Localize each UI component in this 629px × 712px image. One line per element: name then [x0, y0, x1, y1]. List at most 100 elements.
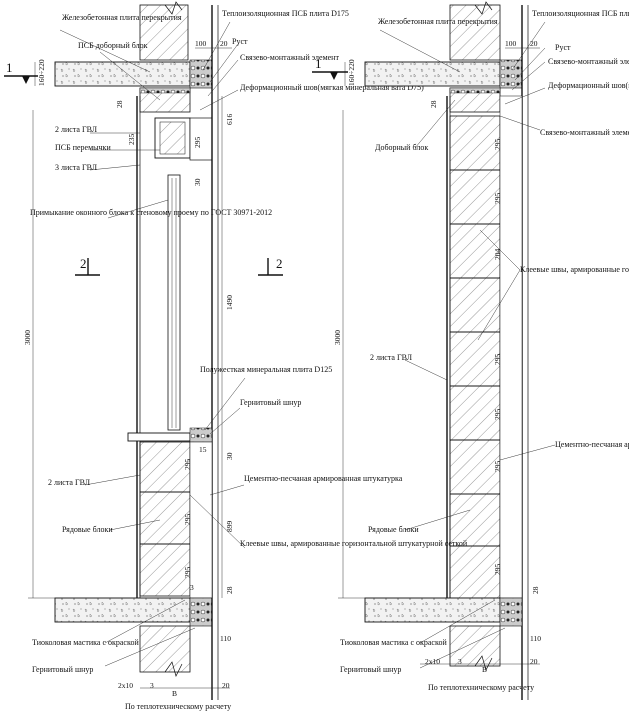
- label-hermetic-cord-bottom: Гернитовый шнур: [32, 665, 93, 674]
- upper-wall-block: [139, 4, 189, 61]
- label-row-blocks-r: Рядовые блоки: [368, 525, 419, 534]
- section-mark-1: 1: [6, 60, 13, 75]
- dim-15: 15: [199, 445, 207, 454]
- dim-616: 616: [225, 114, 234, 126]
- label-hermetic-cord-r: Гернитовый шнур: [340, 665, 401, 674]
- label-hermetic-cord: Гернитовый шнур: [240, 398, 301, 407]
- deform-joint-strip: [139, 87, 191, 94]
- dim-295-r3: 295: [493, 354, 502, 366]
- floor-slab-bottom-r: [364, 597, 501, 623]
- dim-20: 20: [220, 39, 228, 48]
- label-row-blocks: Рядовые блоки: [62, 525, 113, 534]
- dim-295b: 295: [183, 459, 192, 471]
- row-block-2: [139, 491, 191, 545]
- label-insul-top-r: Теплоизоляционная ПСБ плита D175: [532, 9, 629, 18]
- label-deform-joint: Деформационный шов(мягкая минеральная ва…: [240, 83, 424, 92]
- dim-2x10-r: 2x10: [425, 657, 440, 666]
- left-view: 1 2 2 Железобетонная плита перекрытия ПС…: [4, 1, 468, 711]
- dim-28a: 28: [115, 100, 124, 108]
- dim-20b-r: 20: [530, 657, 538, 666]
- row-block-r1: [449, 115, 501, 171]
- label-cement-plaster: Цементно-песчаная армированная штукатурк…: [244, 474, 403, 483]
- dim-204-r: 204: [493, 249, 502, 261]
- label-rust-r: Руст: [555, 43, 571, 52]
- label-psb-block: ПСБ доборный блок: [78, 41, 148, 50]
- label-extra-block-r: Доборный блок: [375, 143, 428, 152]
- dim-3000: 3000: [23, 330, 32, 345]
- label-semirigid: Полужесткая минеральная плита D125: [200, 365, 332, 374]
- floor-slab-bottom: [54, 597, 191, 623]
- dim-110: 110: [220, 634, 231, 643]
- psb-insulation-top: [189, 59, 213, 89]
- dim-295-r2: 295: [493, 193, 502, 205]
- label-window-joint: Примыкание оконного блока к стеновому пр…: [30, 208, 272, 217]
- section-mark-2b: 2: [276, 256, 283, 271]
- dim-295a: 295: [193, 137, 202, 149]
- row-block-r9: [449, 545, 501, 599]
- label-connector-mid-r: Связево-монтажный элемент: [540, 128, 629, 137]
- dim-2x10: 2x10: [118, 681, 133, 690]
- label-rust: Руст: [232, 37, 248, 46]
- row-block-r7: [449, 439, 501, 495]
- dim-295d: 295: [183, 567, 192, 579]
- label-psb-lintel: ПСБ перемычки: [55, 143, 111, 152]
- dim-30b: 30: [225, 452, 234, 460]
- label-slab: Железобетонная плита перекрытия: [62, 13, 182, 22]
- floor-slab-top: [54, 61, 191, 87]
- dim-28b-r: 28: [531, 586, 540, 594]
- window-sill: [127, 432, 191, 442]
- row-block-r4: [449, 277, 501, 333]
- dim-30a: 30: [193, 178, 202, 186]
- dim-295-r4: 295: [493, 409, 502, 421]
- dim-235: 235: [127, 134, 136, 146]
- dim-295c: 295: [183, 514, 192, 526]
- dim-3-r: 3: [458, 657, 462, 666]
- label-glue-seams-r: Клеевые швы, армированные горизонтальной…: [520, 265, 629, 274]
- dim-20-r: 20: [530, 39, 538, 48]
- label-connector: Связево-монтажный элемент: [240, 53, 339, 62]
- label-slab-r: Железобетонная плита перекрытия: [378, 17, 498, 26]
- label-footnote: По теплотехническому расчету: [125, 702, 231, 711]
- label-thiokol: Тиоколовая мастика с окраской: [32, 638, 139, 647]
- dim-3000-r: 3000: [333, 330, 342, 345]
- dim-28b: 28: [225, 586, 234, 594]
- dim-3b: 3: [150, 681, 154, 690]
- label-deform-joint-r: Деформационный шов(мягкая минеральная ва…: [548, 81, 629, 90]
- dim-160-220-r: 160÷220: [347, 59, 356, 86]
- window-frame: [167, 174, 181, 431]
- label-gvl2-r: 2 листа ГВЛ: [370, 353, 413, 362]
- label-gvl2-top: 2 листа ГВЛ: [55, 125, 98, 134]
- label-connector-top-r: Связево-монтажный элемент: [548, 57, 629, 66]
- dim-B-r: B: [482, 665, 487, 674]
- dim-110-r: 110: [530, 634, 541, 643]
- label-cement-plaster-r: Цементно-песчаная армированная штукатурк…: [555, 440, 629, 449]
- row-block-r8: [449, 493, 501, 547]
- dim-20b: 20: [222, 681, 230, 690]
- label-gvl3: 3 листа ГВЛ: [55, 163, 98, 172]
- dim-1490: 1490: [225, 295, 234, 310]
- dim-295-r1: 295: [493, 139, 502, 151]
- dim-100-r: 100: [505, 39, 517, 48]
- label-glue-seams: Клеевые швы, армированные горизонтальной…: [240, 539, 468, 548]
- dim-3a: 3: [190, 583, 194, 592]
- dim-899: 899: [225, 521, 234, 533]
- dim-28a-r: 28: [429, 100, 438, 108]
- section-mark-2a: 2: [80, 256, 87, 271]
- section-mark-1-r: 1: [315, 56, 322, 71]
- label-thiokol-r: Тиоколовая мастика с окраской: [340, 638, 447, 647]
- label-footnote-r: По теплотехническому расчету: [428, 683, 534, 692]
- dim-160-220: 160÷220: [37, 59, 46, 86]
- right-view: 1 Железобетонная плита перекрытия Теплои…: [312, 1, 629, 700]
- label-gvl2-bottom: 2 листа ГВЛ: [48, 478, 91, 487]
- lower-wall-block: [139, 625, 191, 673]
- dim-295-r6: 295: [493, 564, 502, 576]
- floor-slab-top-r: [364, 61, 501, 87]
- dim-100: 100: [195, 39, 207, 48]
- row-block-3: [139, 543, 191, 597]
- label-insul-top: Теплоизоляционная ПСБ плита D175: [222, 9, 349, 18]
- dim-295-r5: 295: [493, 461, 502, 473]
- dim-B: B: [172, 689, 177, 698]
- break-mark: [164, 1, 183, 15]
- upper-wall-block-r: [449, 4, 501, 61]
